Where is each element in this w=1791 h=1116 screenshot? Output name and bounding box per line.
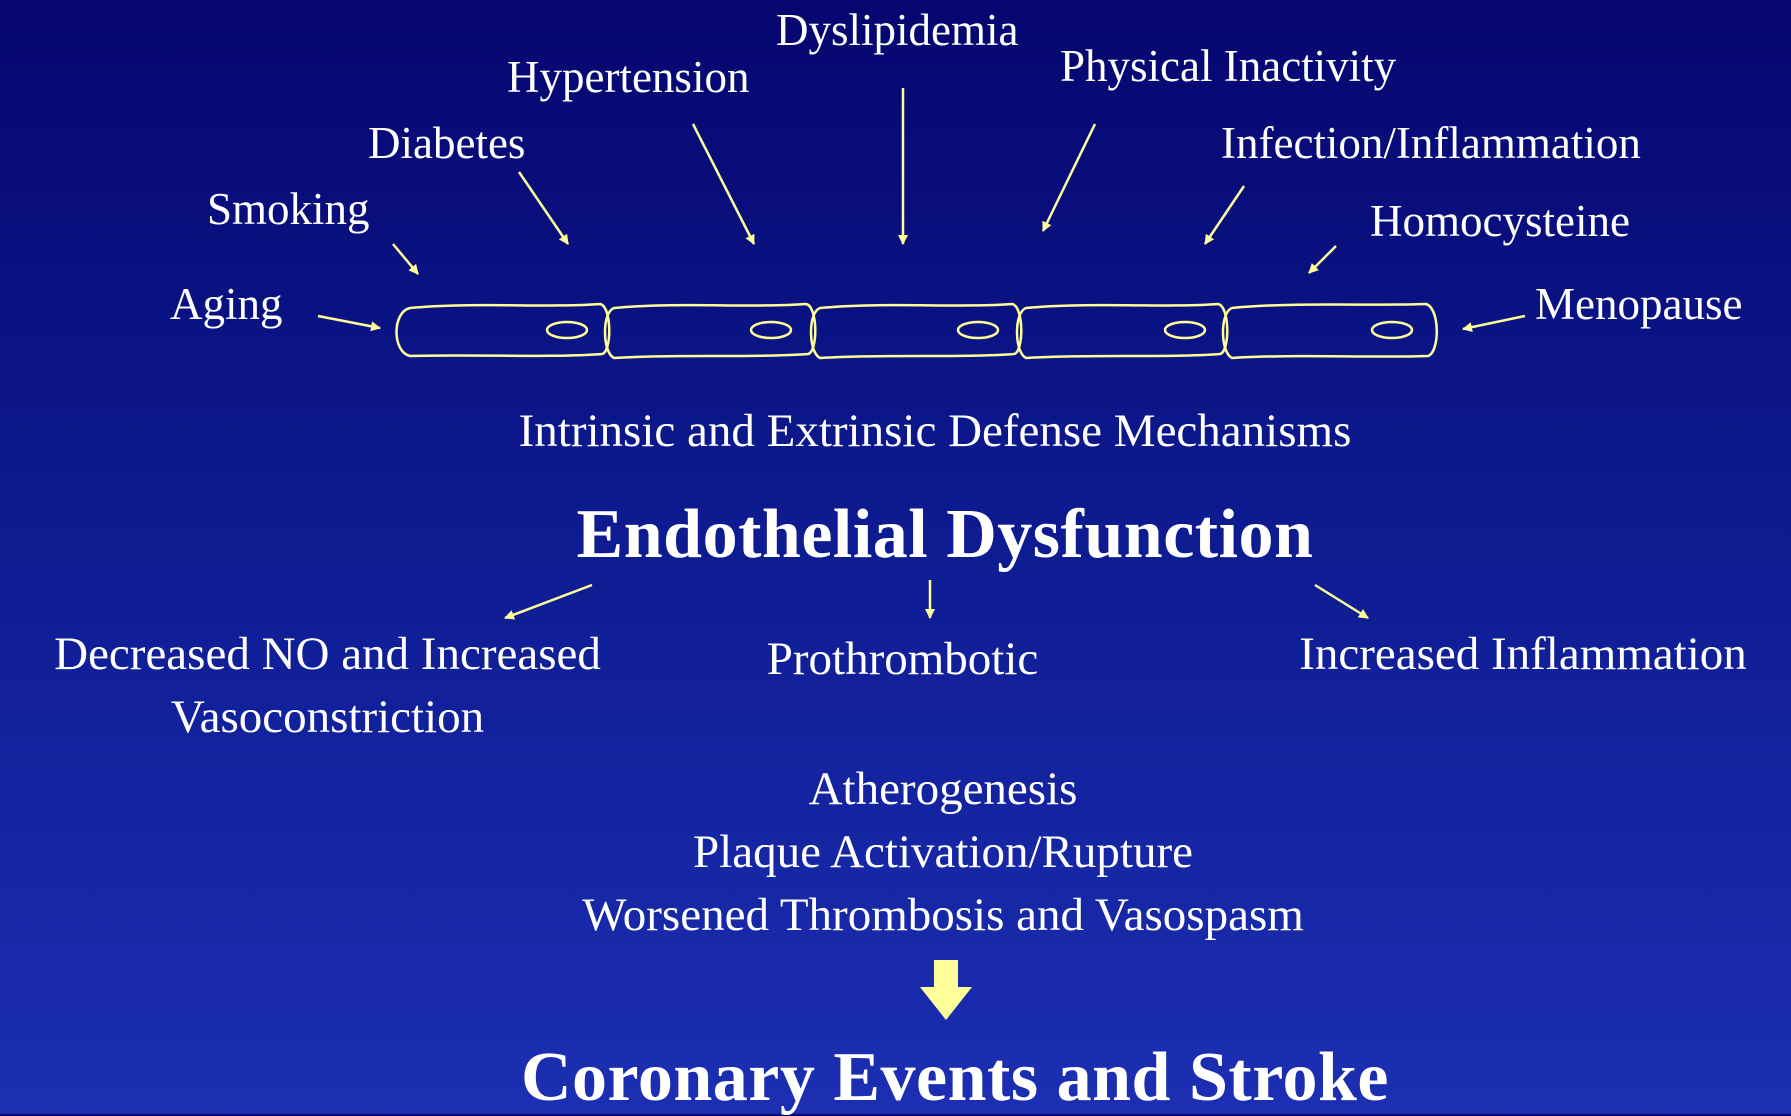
- effect-decreased-no-line2: Vasoconstriction: [0, 686, 655, 749]
- risk-factor-physical-inactivity: Physical Inactivity: [1060, 44, 1396, 89]
- effect-increased-inflammation: Increased Inflammation: [1255, 623, 1791, 686]
- final-outcome-title: Coronary Events and Stroke: [521, 1043, 1389, 1113]
- effect-arrows: [505, 580, 1368, 618]
- consequence-atherogenesis: Atherogenesis: [809, 758, 1078, 821]
- risk-factor-menopause: Menopause: [1535, 282, 1742, 327]
- arrow-to-inflammation: [1315, 585, 1368, 618]
- block-down-arrow: [920, 960, 972, 1020]
- arrow-homocysteine: [1309, 246, 1336, 273]
- effect-decreased-no-line1: Decreased NO and Increased: [0, 623, 655, 686]
- effect-decreased-no: Decreased NO and Increased Vasoconstrict…: [0, 623, 655, 749]
- arrow-to-decreased-no: [505, 585, 592, 618]
- cell-nucleus-5: [1372, 322, 1412, 338]
- arrow-smoking: [393, 244, 418, 274]
- arrow-physical-inactivity: [1043, 124, 1095, 231]
- arrow-infection: [1205, 186, 1244, 244]
- risk-factor-aging: Aging: [170, 282, 283, 327]
- defense-mechanisms-label: Intrinsic and Extrinsic Defense Mechanis…: [519, 408, 1352, 455]
- cell-nucleus-2: [751, 322, 791, 338]
- endothelial-cell-5: [1223, 304, 1437, 358]
- effect-prothrombotic: Prothrombotic: [700, 628, 1105, 691]
- arrow-hypertension: [693, 124, 754, 244]
- cell-nucleus-3: [958, 322, 998, 338]
- endothelial-cell-row: [397, 304, 1437, 358]
- endothelial-cell-1: [397, 304, 610, 356]
- endothelial-dysfunction-title: Endothelial Dysfunction: [577, 500, 1314, 570]
- cell-nucleus-1: [547, 322, 587, 338]
- cell-nucleus-4: [1165, 322, 1205, 338]
- risk-factor-infection: Infection/Inflammation: [1221, 121, 1641, 166]
- endothelial-cell-3: [811, 304, 1021, 358]
- consequence-plaque-activation: Plaque Activation/Rupture: [693, 821, 1193, 884]
- endothelial-cell-2: [605, 304, 815, 358]
- risk-factor-homocysteine: Homocysteine: [1370, 199, 1630, 244]
- endothelial-cell-4: [1017, 304, 1227, 358]
- risk-factor-diabetes: Diabetes: [368, 121, 525, 166]
- arrow-menopause: [1463, 316, 1525, 329]
- risk-factor-smoking: Smoking: [207, 187, 370, 232]
- arrow-diabetes: [519, 172, 568, 244]
- risk-factor-dyslipidemia: Dyslipidemia: [776, 8, 1018, 53]
- consequence-worsened-thrombosis: Worsened Thrombosis and Vasospasm: [582, 884, 1304, 947]
- arrow-aging: [318, 316, 380, 328]
- risk-factor-hypertension: Hypertension: [507, 55, 749, 100]
